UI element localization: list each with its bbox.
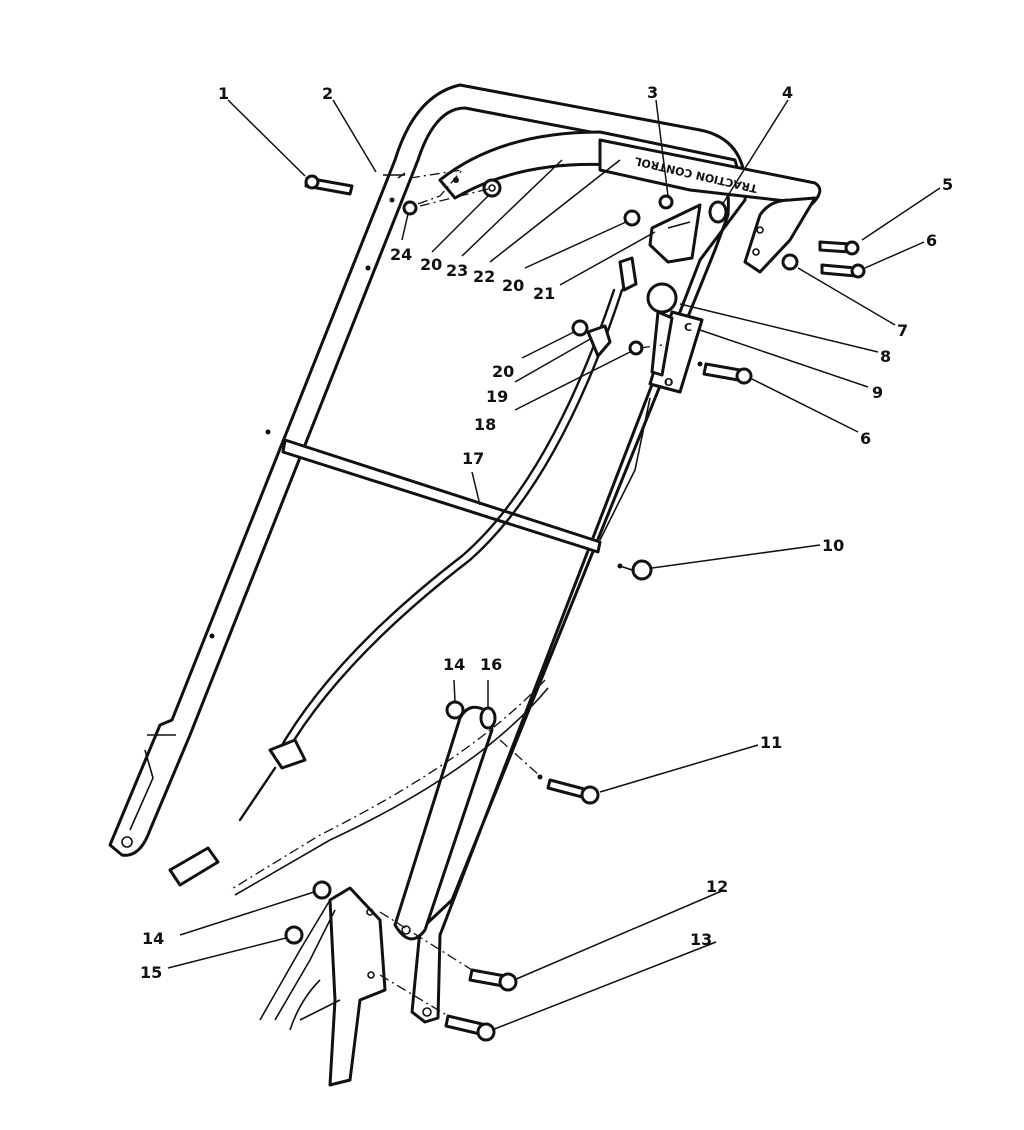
callout-6a: 6: [926, 231, 937, 250]
control-plate-top-letter: C: [684, 321, 692, 334]
right-bracket: [743, 196, 817, 274]
callout-15: 15: [140, 963, 162, 982]
left-bracket-outline: [409, 169, 464, 207]
callout-17: 17: [462, 449, 484, 468]
callout-9: 9: [872, 383, 883, 402]
callout-5: 5: [942, 175, 953, 194]
callout-20c: 20: [502, 276, 524, 295]
upper-handle: [108, 83, 747, 1024]
callout-10: 10: [822, 536, 844, 555]
callout-20a: 20: [492, 362, 514, 381]
callout-numbers: 1 2 3 4 5 6 7 8 9 6 10 11 12 13 14 15 16…: [140, 83, 953, 982]
callout-14a: 14: [142, 929, 164, 948]
callout-24: 24: [390, 245, 412, 264]
callout-21: 21: [533, 284, 555, 303]
callout-12: 12: [706, 877, 728, 896]
assembly-lines: [379, 187, 663, 1017]
callout-3: 3: [647, 83, 658, 102]
traction-cable: [168, 256, 638, 887]
callout-1: 1: [218, 84, 229, 103]
callout-11: 11: [760, 733, 782, 752]
callout-16: 16: [480, 655, 502, 674]
traction-control-bail: TRACTION CONTROL: [438, 130, 822, 206]
callout-2: 2: [322, 84, 333, 103]
control-plate-bottom-letter: O: [664, 376, 673, 389]
cross-bar: [281, 438, 602, 554]
cable-pivot: [586, 324, 612, 358]
callout-13: 13: [690, 930, 712, 949]
callout-6b: 6: [860, 429, 871, 448]
callout-22: 22: [473, 267, 495, 286]
callout-7: 7: [897, 321, 908, 340]
callout-19: 19: [486, 387, 508, 406]
leader-lines: [167, 99, 941, 1031]
throttle-control: C O: [646, 282, 704, 394]
callout-8: 8: [880, 347, 891, 366]
callout-23: 23: [446, 261, 468, 280]
callout-18: 18: [474, 415, 496, 434]
deck-bracket: [259, 886, 387, 1087]
callout-14b: 14: [443, 655, 465, 674]
cable-clamp: [648, 203, 702, 264]
throttle-cable: [229, 397, 651, 896]
callout-20b: 20: [420, 255, 442, 274]
callout-4: 4: [782, 83, 793, 102]
lower-handle: [393, 705, 494, 941]
